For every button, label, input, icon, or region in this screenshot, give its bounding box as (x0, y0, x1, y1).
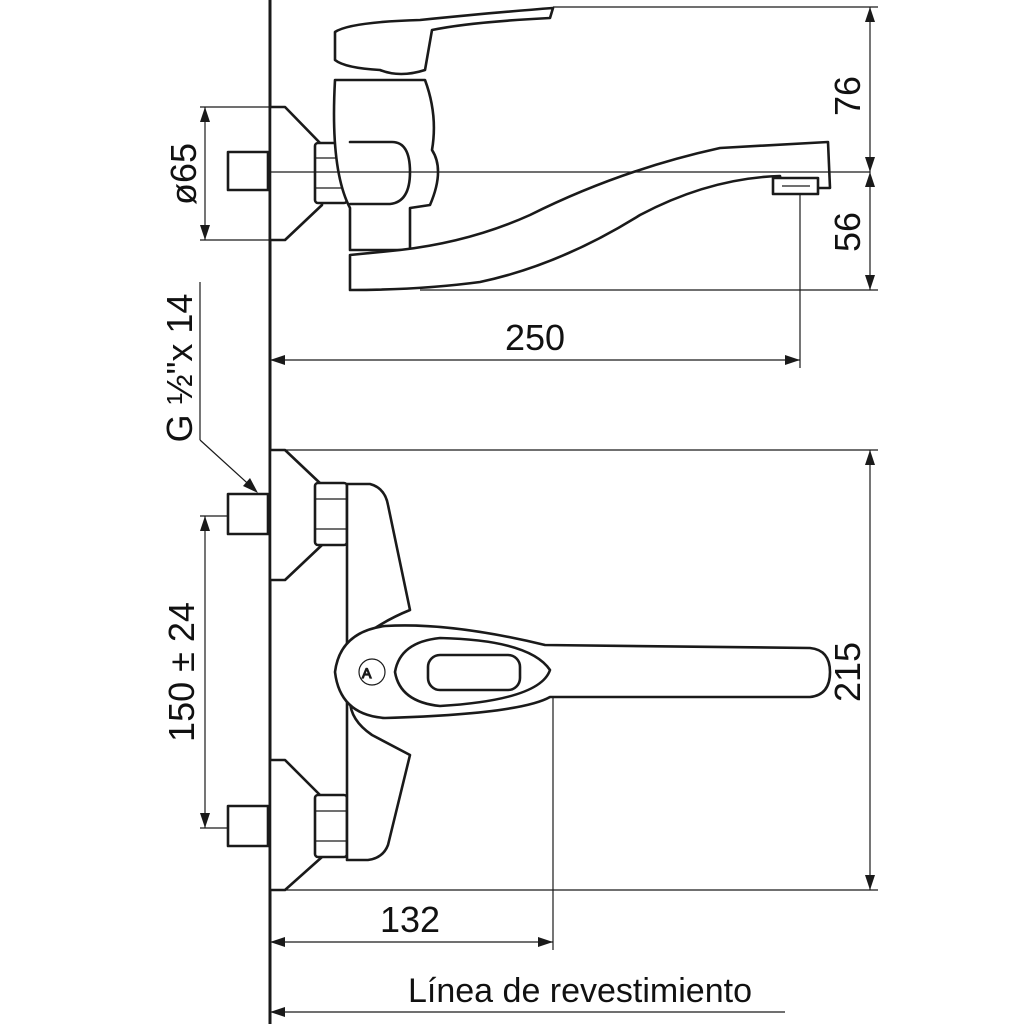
dim-overall-height: 215 (827, 642, 868, 702)
front-top-inlet (226, 492, 270, 536)
dim-spout-drop: 56 (827, 212, 868, 252)
side-body (332, 78, 440, 252)
front-lever (333, 624, 832, 720)
caption-wall-line: Línea de revestimiento (408, 972, 752, 1010)
front-top-nut (313, 481, 349, 547)
front-view: A (226, 448, 832, 892)
side-dimensions (200, 6, 878, 368)
dim-inlet-spacing: 150 ± 24 (161, 602, 202, 742)
side-view (226, 6, 832, 292)
brand-logo-icon (358, 658, 386, 686)
dim-lever-projection: 132 (380, 899, 440, 940)
side-spout (348, 140, 832, 292)
side-inlet-pipe (226, 150, 270, 192)
dim-spout-reach: 250 (505, 317, 565, 358)
dim-connection-thread: G ½"x 14 (159, 294, 200, 443)
dim-lever-height: 76 (827, 76, 868, 116)
svg-text:A: A (362, 665, 372, 681)
side-lever (333, 6, 555, 76)
dim-flange-diameter: ø65 (163, 143, 204, 205)
front-bottom-nut (313, 793, 349, 859)
front-bottom-inlet (226, 804, 270, 848)
front-dimensions (199, 282, 878, 1017)
